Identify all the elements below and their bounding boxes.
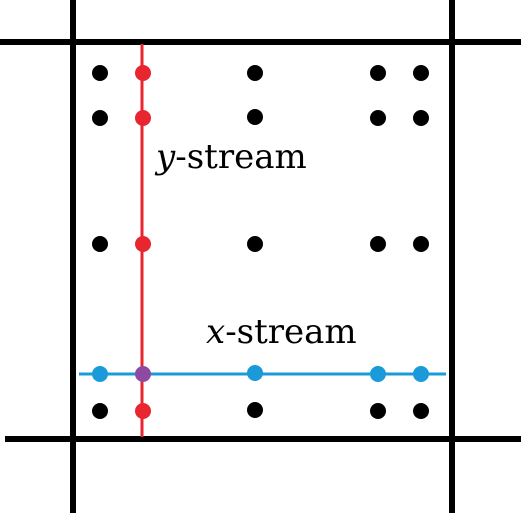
grid-point — [413, 65, 429, 81]
y-stream-point — [135, 65, 151, 81]
x-stream-label: x-stream — [206, 312, 357, 352]
grid-point — [247, 236, 263, 252]
y-stream-point — [135, 403, 151, 419]
y-stream-label: y-stream — [154, 137, 307, 177]
grid-point — [370, 65, 386, 81]
grid-point — [247, 109, 263, 125]
grid-points — [92, 65, 429, 419]
grid-point — [413, 236, 429, 252]
y-stream-points — [135, 65, 151, 419]
intersection-point — [135, 366, 151, 382]
grid-point — [370, 110, 386, 126]
x-stream-point — [370, 366, 386, 382]
grid-point — [92, 110, 108, 126]
grid-point — [92, 236, 108, 252]
grid-point — [247, 402, 263, 418]
x-stream-points — [92, 365, 429, 382]
grid-point — [413, 110, 429, 126]
x-stream-point — [247, 365, 263, 381]
y-stream-point — [135, 236, 151, 252]
y-stream-label-rest: -stream — [175, 137, 306, 177]
grid-point — [370, 236, 386, 252]
grid-point — [92, 403, 108, 419]
grid-point — [413, 403, 429, 419]
x-stream-label-var: x — [206, 312, 225, 352]
x-stream-label-rest: -stream — [225, 312, 356, 352]
y-stream-label-var: y — [154, 137, 176, 177]
grid-point — [370, 403, 386, 419]
x-stream-point — [413, 366, 429, 382]
grid-point — [92, 65, 108, 81]
grid-point — [247, 65, 263, 81]
y-stream-point — [135, 110, 151, 126]
x-stream-point — [92, 366, 108, 382]
